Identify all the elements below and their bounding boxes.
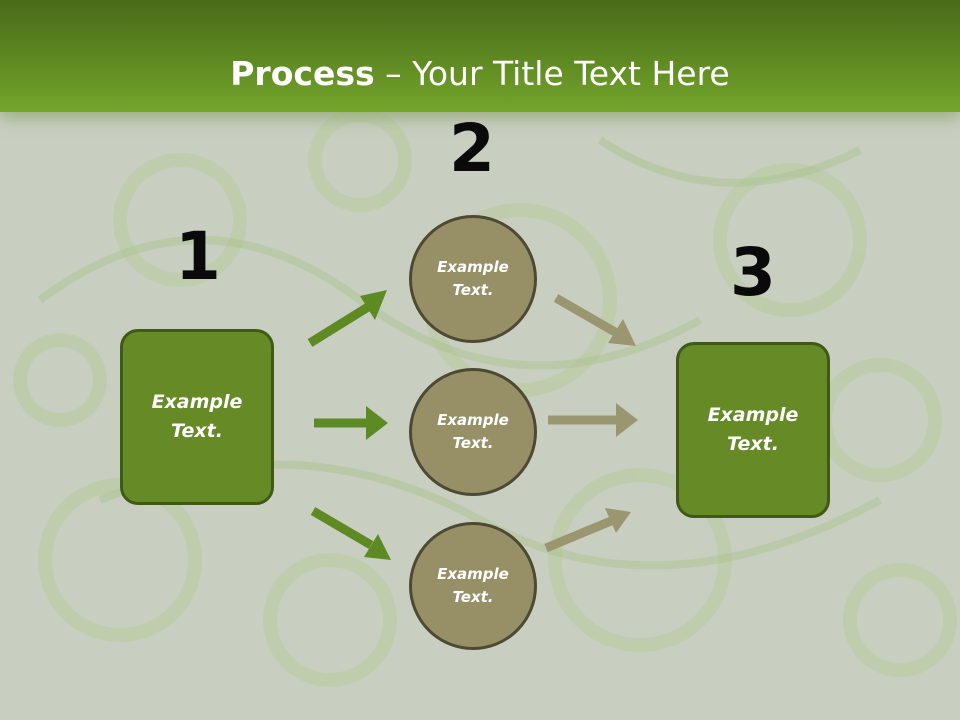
arrow-left-to-middle	[314, 406, 388, 440]
process-circle-top: Example Text.	[409, 215, 537, 343]
arrow-top-to-right	[553, 294, 636, 346]
arrow-bottom-to-right	[544, 508, 631, 553]
title-bold: Process	[230, 54, 375, 93]
circle-top-text: Example Text.	[437, 258, 509, 299]
title-band	[0, 0, 960, 112]
arrow-middle-to-right	[548, 403, 638, 437]
step-number-1: 1	[175, 218, 221, 295]
right-box-text: Example Text.	[707, 404, 799, 455]
right-process-box: Example Text.	[676, 342, 830, 518]
process-circle-bottom: Example Text.	[409, 522, 537, 650]
slide-title: Process – Your Title Text Here	[0, 52, 960, 96]
circle-middle-text: Example Text.	[437, 411, 509, 452]
left-box-text: Example Text.	[151, 391, 243, 442]
left-process-box: Example Text.	[120, 329, 274, 505]
process-circle-middle: Example Text.	[409, 368, 537, 496]
arrow-left-to-bottom	[310, 507, 391, 560]
title-rest: – Your Title Text Here	[374, 54, 730, 93]
step-number-3: 3	[730, 234, 776, 311]
arrow-left-to-top	[307, 290, 387, 347]
circle-bottom-text: Example Text.	[437, 565, 509, 606]
step-number-2: 2	[449, 110, 495, 187]
